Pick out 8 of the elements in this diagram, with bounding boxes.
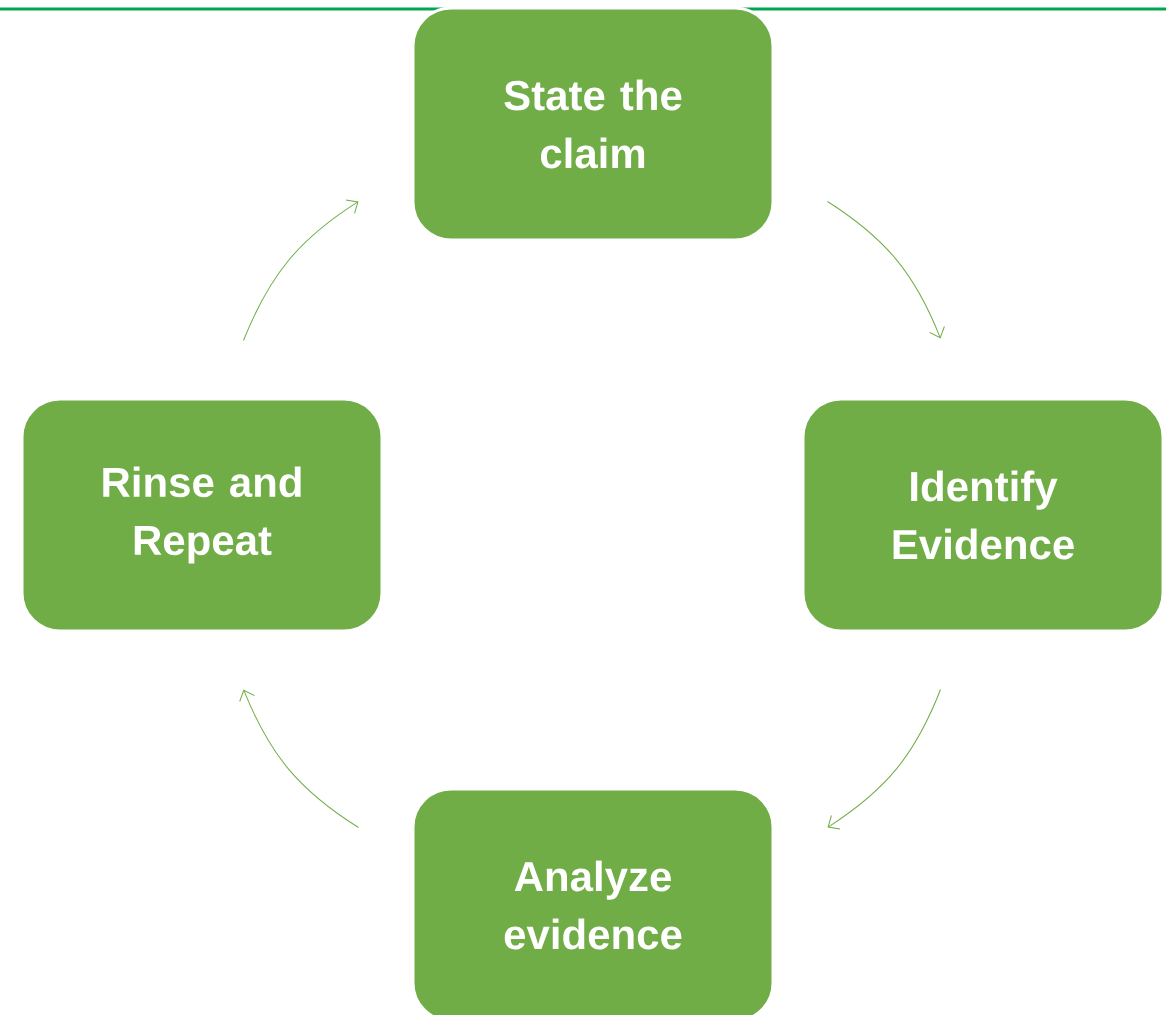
process-box: Analyze evidence [411,787,775,1015]
arrow [239,689,359,828]
process-box: Identify Evidence [801,397,1165,633]
process-box: Rinse and Repeat [20,397,384,633]
process-box: State the claim [411,6,775,242]
arrow [243,199,359,341]
arrow [827,201,945,339]
arrow [827,689,941,830]
